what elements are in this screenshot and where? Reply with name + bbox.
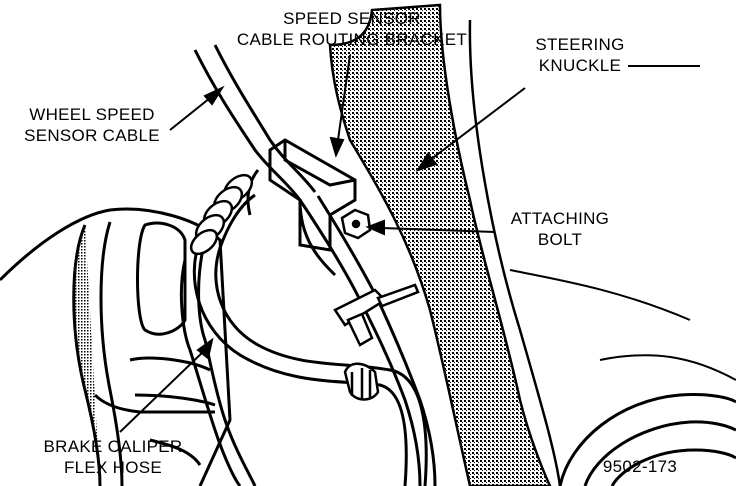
label-steering-knuckle: STEERING KNUCKLE: [525, 34, 635, 76]
figure-id: 9502-173: [602, 457, 678, 476]
arrow-routing-bracket: [329, 136, 345, 158]
leader-brake-hose: [119, 349, 206, 433]
label-brake-hose: BRAKE CALIPER FLEX HOSE: [28, 436, 198, 478]
label-wheel-speed-cable-line2: SENSOR CABLE: [24, 126, 160, 145]
label-wheel-speed-cable: WHEEL SPEED SENSOR CABLE: [12, 104, 172, 146]
label-attaching-bolt: ATTACHING BOLT: [495, 208, 625, 250]
label-brake-hose-line1: BRAKE CALIPER: [43, 437, 183, 456]
cable-clip: [333, 283, 420, 347]
label-speed-sensor-bracket-line2: CABLE ROUTING BRACKET: [236, 30, 468, 49]
leader-lines: [119, 54, 700, 433]
attaching-bolt: [340, 208, 372, 240]
caliper-body: [0, 207, 232, 486]
brake-rotor: [558, 393, 736, 486]
leader-attaching-bolt: [381, 227, 496, 233]
label-speed-sensor-bracket: SPEED SENSOR CABLE ROUTING BRACKET: [222, 8, 482, 50]
label-speed-sensor-bracket-line1: SPEED SENSOR: [283, 9, 421, 28]
label-attaching-bolt-line1: ATTACHING: [510, 209, 610, 228]
hose-fitting-upper: [189, 173, 254, 256]
label-steering-knuckle-line2: KNUCKLE: [538, 56, 622, 75]
label-attaching-bolt-line2: BOLT: [537, 230, 583, 249]
steering-knuckle: [328, 3, 736, 486]
hose-fitting-lower: [343, 362, 380, 401]
arrow-wheel-speed-cable: [203, 85, 225, 106]
arrow-attaching-bolt: [365, 219, 385, 236]
leader-steering-knuckle: [429, 87, 526, 161]
arrow-brake-hose: [196, 337, 214, 360]
label-wheel-speed-cable-line1: WHEEL SPEED: [29, 105, 155, 124]
leader-wheel-speed-cable: [169, 97, 211, 131]
leader-routing-bracket: [337, 54, 351, 141]
routing-bracket: [268, 138, 357, 277]
label-steering-knuckle-line1: STEERING: [535, 35, 625, 54]
label-brake-hose-line2: FLEX HOSE: [63, 458, 163, 477]
arrow-steering-knuckle: [415, 152, 438, 172]
